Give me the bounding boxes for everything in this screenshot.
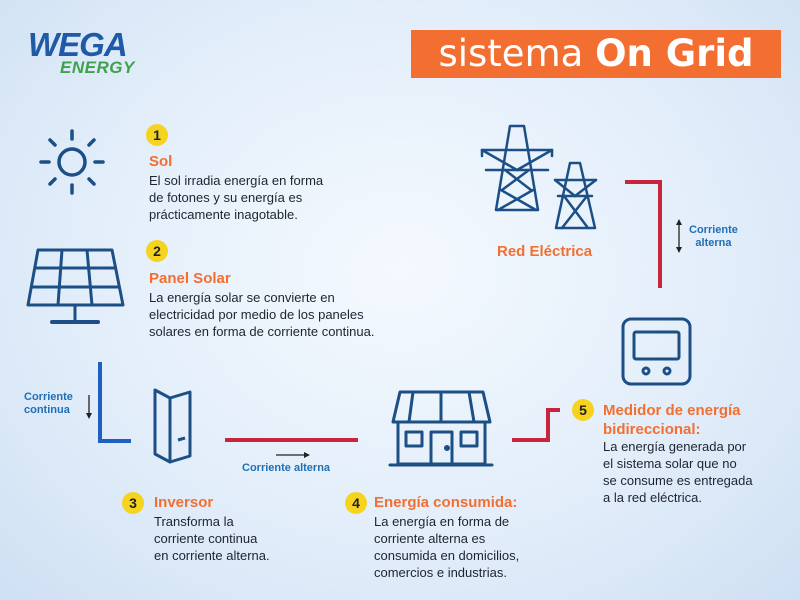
- step-5-desc: La energía generada por el sistema solar…: [603, 439, 753, 505]
- step-1-desc: El sol irradia energía en forma de foton…: [149, 173, 324, 222]
- step-5-title: Medidor de energía bidireccional:: [603, 402, 741, 438]
- grid-label: Red Eléctrica: [497, 243, 593, 260]
- flow-label-ac-horizontal: Corriente alterna: [242, 462, 331, 474]
- arrow-updown-icon: [676, 219, 682, 253]
- step-4-desc: La energía en forma de corriente alterna…: [374, 514, 520, 580]
- flow-label-dc: Corriente continua: [24, 391, 73, 416]
- solar-panel-icon: [26, 248, 125, 324]
- ac-connector-line-3: [625, 180, 662, 288]
- house-icon: [388, 390, 494, 467]
- logo-brand: WEGA: [28, 26, 128, 63]
- sun-icon: [39, 129, 105, 195]
- step-1-badge: 1: [146, 124, 168, 146]
- step-3-title: Inversor: [154, 494, 214, 511]
- step-3-badge: 3: [122, 492, 144, 514]
- step-2-desc: La energía solar se convierte en electri…: [149, 290, 375, 339]
- arrow-down-icon: [86, 395, 92, 419]
- title-light: sistema: [438, 32, 584, 75]
- title-bold: On Grid: [595, 32, 754, 75]
- step-4-title: Energía consumida:: [374, 494, 518, 511]
- step-4-badge: 4: [345, 492, 367, 514]
- energy-meter-icon: [621, 317, 692, 386]
- dc-connector-line: [98, 362, 131, 443]
- flow-label-ac-vertical: Corriente alterna: [689, 224, 738, 249]
- step-3-desc: Transforma la corriente continua en corr…: [154, 514, 270, 563]
- inverter-icon: [153, 388, 192, 464]
- page-title: sistema On Grid: [411, 30, 781, 78]
- logo-sub: ENERGY: [60, 58, 135, 77]
- step-2-badge: 2: [146, 240, 168, 262]
- ac-connector-line-2: [512, 408, 560, 442]
- step-1-title: Sol: [149, 153, 173, 170]
- step-5-badge: 5: [572, 399, 594, 421]
- arrow-right-icon: [276, 452, 310, 458]
- step-2-title: Panel Solar: [149, 270, 231, 287]
- electric-tower-icon: [480, 124, 598, 230]
